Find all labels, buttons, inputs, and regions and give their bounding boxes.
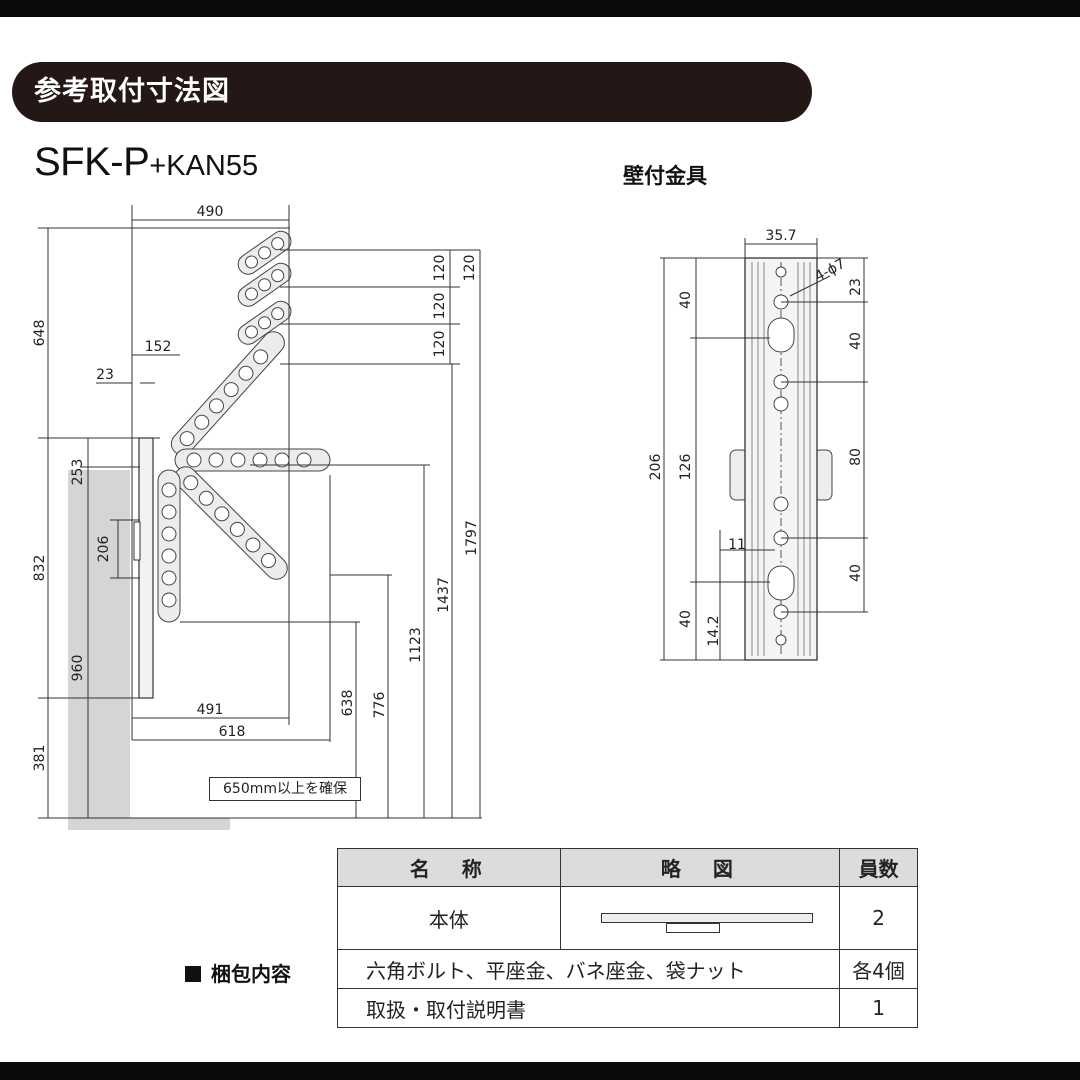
dim-label-top-width: 490	[197, 204, 224, 220]
extension-lines	[38, 205, 482, 819]
wall-post	[138, 437, 154, 699]
table-cell-qty: 各4個	[839, 949, 918, 989]
bracket-dimension-lines	[660, 238, 868, 661]
dim-label-spacing-4: 120	[462, 255, 478, 282]
table-cell-name: 取扱・取付説明書	[336, 988, 841, 1028]
table-header-qty: 員数	[839, 848, 918, 887]
table-header-sketch: 略 図	[559, 848, 841, 887]
wall-bracket	[133, 521, 141, 561]
table-cell-sketch	[559, 886, 841, 950]
sketch-arm	[600, 913, 813, 923]
dim-label-spacing-2: 120	[432, 293, 448, 320]
bracket-dim-slot-width: 11	[728, 537, 746, 553]
arm-diagonal-down	[174, 466, 288, 580]
bracket-dim-right-upper: 40	[848, 332, 864, 350]
table-header-name: 名 称	[337, 848, 561, 887]
dim-label-638: 638	[340, 690, 356, 717]
dim-label-776: 776	[372, 692, 388, 719]
bracket-dim-right-middle: 80	[848, 448, 864, 466]
dim-label-1123: 1123	[408, 627, 424, 663]
bracket-dim-slot-offset: 14.2	[706, 615, 722, 646]
model-sub: +KAN55	[149, 150, 259, 182]
dim-label-491: 491	[197, 702, 224, 718]
dim-label-spacing-1: 120	[432, 255, 448, 282]
table-row: 六角ボルト、平座金、バネ座金、袋ナット 各4個	[336, 949, 918, 989]
table-cell-qty: 1	[839, 988, 918, 1028]
dim-label-bracket-height: 206	[96, 536, 112, 563]
table-header-row: 名 称 略 図 員数	[337, 848, 918, 887]
wall	[68, 470, 130, 828]
dim-label-floor-to-bracket: 960	[70, 655, 86, 682]
dim-label-1797: 1797	[464, 520, 480, 556]
contents-label: 梱包内容	[185, 958, 291, 987]
bracket-dim-top-offset: 23	[848, 278, 864, 296]
dim-label-1437: 1437	[436, 577, 452, 613]
dim-label-618: 618	[219, 724, 246, 740]
dim-label-height-middle: 832	[32, 555, 48, 582]
model-main: SFK-P	[34, 140, 150, 184]
table-row: 取扱・取付説明書 1	[336, 988, 918, 1028]
contents-table: 名 称 略 図 員数 本体 2 六角ボルト、平座金、バネ座金、袋ナット 各4個 …	[336, 848, 918, 1028]
bottom-border	[0, 1062, 1080, 1080]
bracket-dim-right-lower: 40	[848, 564, 864, 582]
sketch-plate	[665, 923, 720, 933]
table-cell-name: 本体	[337, 886, 561, 950]
contents-label-text: 梱包内容	[211, 962, 291, 986]
dimension-lines	[47, 219, 481, 818]
dim-label-arm-offset: 152	[145, 339, 172, 355]
arm-horizontal	[174, 448, 331, 472]
arm-upper-3	[237, 300, 292, 345]
main-unit-sketch	[561, 887, 840, 949]
table-cell-name: 六角ボルト、平座金、バネ座金、袋ナット	[336, 949, 841, 989]
bracket-view: 35.7 4-ϕ7 23 40 80 40 206 126 40 40 11 1…	[648, 228, 868, 661]
table-cell-qty: 2	[839, 886, 918, 950]
top-border	[0, 0, 1080, 17]
dim-label-wall-gap: 23	[96, 367, 114, 383]
table-row: 本体 2	[337, 886, 918, 950]
dim-label-height-upper: 648	[32, 320, 48, 347]
square-bullet-icon	[185, 966, 201, 982]
bracket-dim-left-upper: 40	[678, 291, 694, 309]
dim-label-spacing-3: 120	[432, 331, 448, 358]
dim-label-bracket-to-top: 253	[70, 459, 86, 486]
arm-vertical	[157, 469, 181, 623]
header-banner	[12, 62, 812, 122]
header-title: 参考取付寸法図	[34, 76, 230, 107]
bracket-title: 壁付金具	[623, 164, 707, 188]
bracket-dim-width: 35.7	[765, 228, 796, 244]
bracket-dim-inner-height: 126	[678, 454, 694, 481]
model-name: SFK-P+KAN55	[34, 140, 258, 192]
bracket-dim-total-height: 206	[648, 454, 664, 481]
dim-label-height-lower: 381	[32, 745, 48, 772]
clearance-note: 650mm以上を確保	[209, 777, 361, 801]
bracket-ribs	[751, 262, 811, 656]
arm-diagonal-up	[170, 331, 285, 456]
arm-upper-1	[237, 230, 292, 275]
bracket-dim-left-lower: 40	[678, 610, 694, 628]
floor	[68, 818, 230, 830]
side-view: 490 152 23 648 832 381 253 206 960 120 1…	[32, 204, 482, 830]
